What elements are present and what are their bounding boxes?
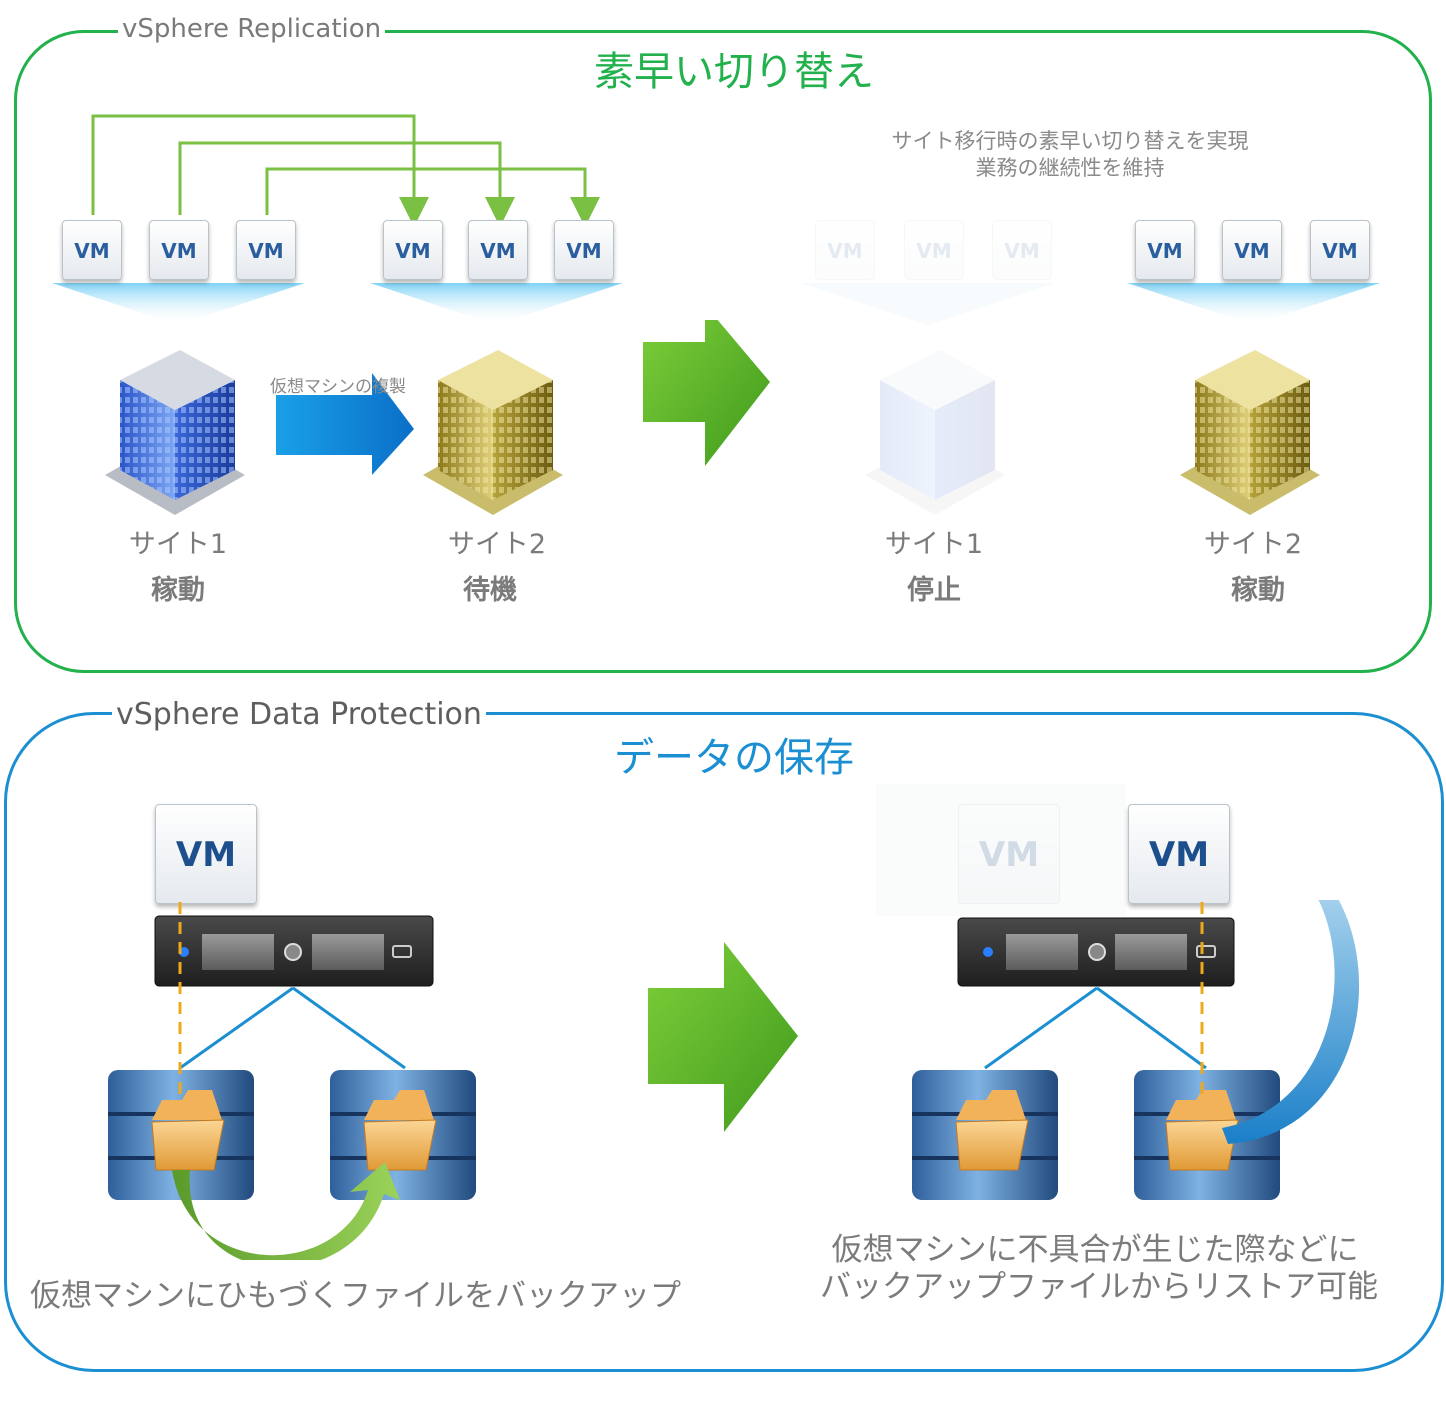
replication-panel xyxy=(14,30,1432,673)
connector-line-2 xyxy=(178,141,515,227)
vm-site2-1: VM xyxy=(383,220,443,280)
restore-server-icon xyxy=(957,917,1235,987)
site2-after-name: サイト2 xyxy=(1203,529,1303,560)
vm-restored: VM xyxy=(1128,804,1230,904)
transition-arrow-top-icon xyxy=(643,320,770,466)
restore-arrow-icon xyxy=(1222,900,1360,1144)
connector-line-3 xyxy=(265,167,600,227)
data-protection-graphic xyxy=(108,900,1360,1260)
transition-arrow-bottom-icon xyxy=(648,942,798,1132)
site1-after-name: サイト1 xyxy=(884,529,984,560)
restore-caption-line1: 仮想マシンに不具合が生じた際などに xyxy=(831,1232,1359,1268)
vm-fan-left xyxy=(52,283,305,325)
restore-caption: 仮想マシンに不具合が生じた際などに バックアップファイルからリストア可能 xyxy=(820,1232,1378,1306)
replication-caption: サイト移行時の素早い切り替えを実現 業務の継続性を維持 xyxy=(830,128,1310,183)
building-site2-icon xyxy=(423,350,563,515)
replication-caption-line1: サイト移行時の素早い切り替えを実現 xyxy=(891,129,1249,153)
site1-after-state: 停止 xyxy=(907,575,961,606)
vm-active-1: VM xyxy=(1135,220,1195,280)
site2-state: 待機 xyxy=(463,575,517,606)
data-protection-title: データの保存 xyxy=(614,735,854,781)
replicate-label: 仮想マシンの複製 xyxy=(270,377,406,397)
backup-server-icon xyxy=(154,915,434,987)
site1-state: 稼動 xyxy=(151,575,205,606)
vm-fan-right xyxy=(1127,283,1380,325)
replication-panel-label: vSphere Replication xyxy=(118,16,386,42)
folder-1-icon xyxy=(151,1090,225,1171)
vm-stopped-2: VM xyxy=(904,220,964,280)
vm-site1-1: VM xyxy=(62,220,122,280)
building-site2-active-icon xyxy=(1180,350,1320,515)
site1-name: サイト1 xyxy=(128,529,228,560)
vm-site2-2: VM xyxy=(468,220,528,280)
folder-3-icon xyxy=(955,1090,1029,1171)
replication-connectors xyxy=(52,114,1380,325)
vm-site1-3: VM xyxy=(236,220,296,280)
vm-backup-source: VM xyxy=(155,804,257,904)
vm-faulty: VM xyxy=(958,804,1060,904)
replication-title: 素早い切り替え xyxy=(594,49,874,95)
replication-buildings xyxy=(105,320,1320,515)
replication-caption-line2: 業務の継続性を維持 xyxy=(975,156,1165,181)
replicate-arrow-icon xyxy=(276,373,414,475)
data-protection-panel-label: vSphere Data Protection xyxy=(112,700,486,730)
site2-after-state: 稼動 xyxy=(1231,575,1285,606)
data-protection-panel xyxy=(4,712,1444,1372)
vm-site1-2: VM xyxy=(149,220,209,280)
backup-caption: 仮想マシンにひもづくファイルをバックアップ xyxy=(30,1278,681,1314)
building-site1-stopped-icon xyxy=(865,350,1005,515)
restore-backdrop xyxy=(876,784,1126,916)
folder-2-icon xyxy=(363,1090,437,1171)
vm-fan-middle xyxy=(370,283,623,325)
vm-stopped-1: VM xyxy=(815,220,875,280)
vm-stopped-3: VM xyxy=(992,220,1052,280)
vm-active-2: VM xyxy=(1222,220,1282,280)
backup-arrow-icon xyxy=(172,1162,400,1260)
vm-active-3: VM xyxy=(1310,220,1370,280)
vm-site2-3: VM xyxy=(554,220,614,280)
connector-line-1 xyxy=(91,114,429,227)
vm-fan-faded xyxy=(800,283,1055,325)
site2-name: サイト2 xyxy=(447,529,547,560)
restore-caption-line2: バックアップファイルからリストア可能 xyxy=(820,1269,1378,1306)
folder-4-icon xyxy=(1165,1090,1239,1171)
building-site1-icon xyxy=(105,350,245,515)
